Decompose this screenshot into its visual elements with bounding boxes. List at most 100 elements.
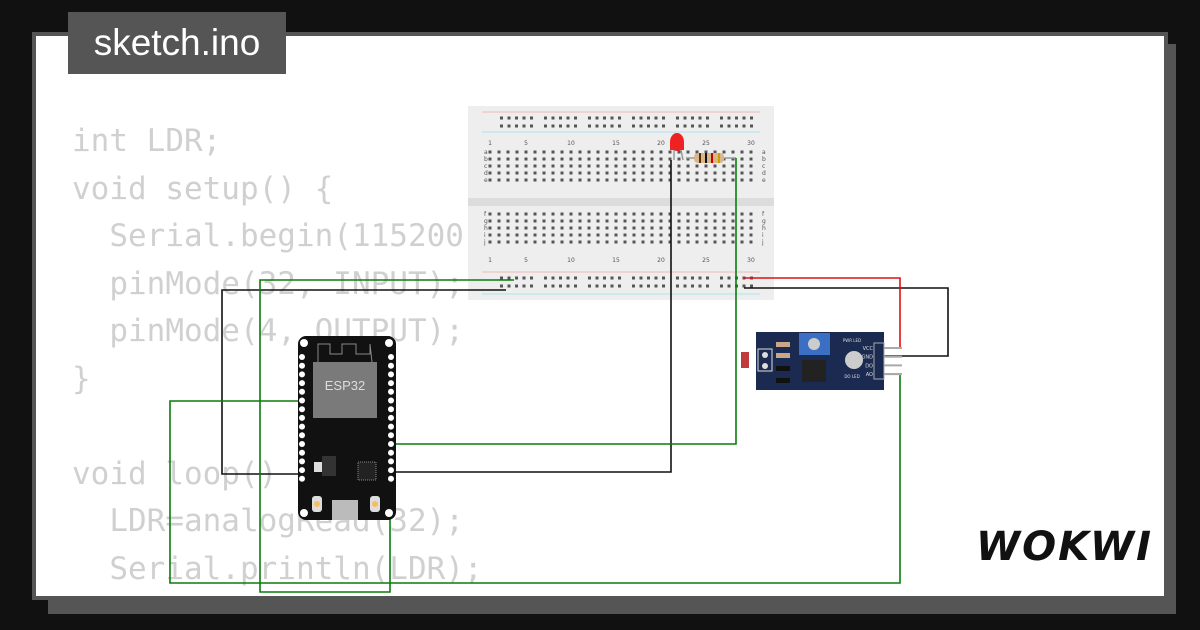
rail-hole <box>507 284 511 288</box>
led[interactable] <box>670 133 684 161</box>
esp32-pin[interactable] <box>388 441 394 447</box>
breadboard-hole <box>587 171 591 175</box>
breadboard-hole <box>560 240 564 244</box>
esp32-pin[interactable] <box>299 397 305 404</box>
breadboard-hole <box>641 178 645 182</box>
rail-hole <box>522 116 526 120</box>
breadboard-hole <box>614 219 618 223</box>
esp32-pin[interactable] <box>299 458 305 465</box>
breadboard-hole <box>731 212 735 216</box>
breadboard-hole <box>677 171 681 175</box>
rail-hole <box>574 116 577 120</box>
esp32-pin[interactable] <box>299 432 305 439</box>
rail-hole <box>544 276 547 280</box>
esp32-pin[interactable] <box>299 354 305 360</box>
breadboard-hole <box>695 171 699 175</box>
breadboard-hole <box>587 212 591 216</box>
esp32-pin[interactable] <box>388 388 394 395</box>
rail-hole <box>588 276 591 280</box>
rail-hole <box>551 116 555 120</box>
breadboard-hole <box>641 150 645 154</box>
esp32-pin[interactable] <box>388 458 394 465</box>
esp32-pin[interactable] <box>388 362 394 369</box>
rail-hole <box>654 124 658 128</box>
esp32-board[interactable]: ESP32 <box>298 336 396 520</box>
esp32-pin[interactable] <box>299 414 305 421</box>
breadboard-hole <box>704 212 708 216</box>
breadboard-col-label: 5 <box>524 257 528 264</box>
esp32-pin[interactable] <box>299 380 305 387</box>
breadboard-hole <box>506 171 510 175</box>
breadboard-hole <box>641 226 645 230</box>
breadboard-hole <box>569 226 573 230</box>
breadboard-hole <box>560 178 564 182</box>
rail-hole <box>522 276 526 280</box>
rail-hole <box>500 116 503 120</box>
breadboard-hole <box>704 219 708 223</box>
breadboard-hole <box>677 178 681 182</box>
breadboard-hole <box>614 233 618 237</box>
rail-hole <box>566 276 570 280</box>
esp32-pin[interactable] <box>388 380 394 387</box>
breadboard-hole <box>731 240 735 244</box>
breadboard-hole <box>488 164 492 168</box>
breadboard-hole <box>560 219 564 223</box>
breadboard-hole <box>515 226 519 230</box>
esp32-pin[interactable] <box>299 441 305 447</box>
breadboard-hole <box>605 219 609 223</box>
breadboard-hole <box>569 150 573 154</box>
breadboard-hole <box>623 164 627 168</box>
sensor-pin-label: GND <box>862 355 874 361</box>
esp32-pin[interactable] <box>299 423 305 430</box>
code-line: Serial.println(LDR); <box>72 550 483 587</box>
breadboard-hole <box>488 178 492 182</box>
esp32-pin[interactable] <box>388 467 394 474</box>
breadboard-hole <box>686 226 690 230</box>
breadboard-hole <box>677 240 681 244</box>
esp32-pin[interactable] <box>388 449 394 456</box>
breadboard-row-label: b <box>484 156 488 163</box>
esp32-pin[interactable] <box>299 449 305 456</box>
esp32-pin[interactable] <box>299 371 305 378</box>
esp32-pin[interactable] <box>299 467 305 474</box>
breadboard-col-label: 30 <box>747 140 755 147</box>
esp32-pin[interactable] <box>388 432 394 439</box>
esp32-pin[interactable] <box>388 475 394 482</box>
breadboard-hole <box>650 212 654 216</box>
rail-hole <box>662 284 665 288</box>
resistor[interactable] <box>686 153 736 163</box>
breadboard-hole <box>713 240 717 244</box>
esp32-pin[interactable] <box>388 423 394 430</box>
esp32-pin[interactable] <box>388 414 394 421</box>
breadboard-hole <box>632 171 636 175</box>
rail-hole <box>654 116 658 120</box>
sensor-pin-label: DO <box>865 363 873 369</box>
breadboard-hole <box>533 219 537 223</box>
esp32-pin[interactable] <box>388 371 394 378</box>
breadboard-hole <box>713 150 717 154</box>
breadboard-hole <box>488 226 492 230</box>
esp32-pin[interactable] <box>388 397 394 404</box>
breadboard-row-label: h <box>762 225 766 232</box>
esp32-pin[interactable] <box>299 362 305 369</box>
esp32-pin[interactable] <box>388 406 394 413</box>
esp32-pin[interactable] <box>388 354 394 360</box>
rail-hole <box>610 276 614 280</box>
breadboard-hole <box>497 240 501 244</box>
rail-hole <box>698 124 702 128</box>
breadboard-hole <box>659 226 663 230</box>
breadboard-hole <box>605 226 609 230</box>
breadboard-row-label: e <box>762 177 766 184</box>
rail-hole <box>603 284 606 288</box>
code-line: int LDR; <box>72 123 222 159</box>
rail-hole <box>676 284 679 288</box>
breadboard-hole <box>524 171 528 175</box>
esp32-pin[interactable] <box>299 475 305 482</box>
esp32-pin[interactable] <box>299 406 305 413</box>
rail-hole <box>639 284 643 288</box>
esp32-pin[interactable] <box>299 388 305 395</box>
rail-hole <box>654 276 658 280</box>
breadboard-hole <box>713 219 717 223</box>
breadboard-hole <box>560 150 564 154</box>
